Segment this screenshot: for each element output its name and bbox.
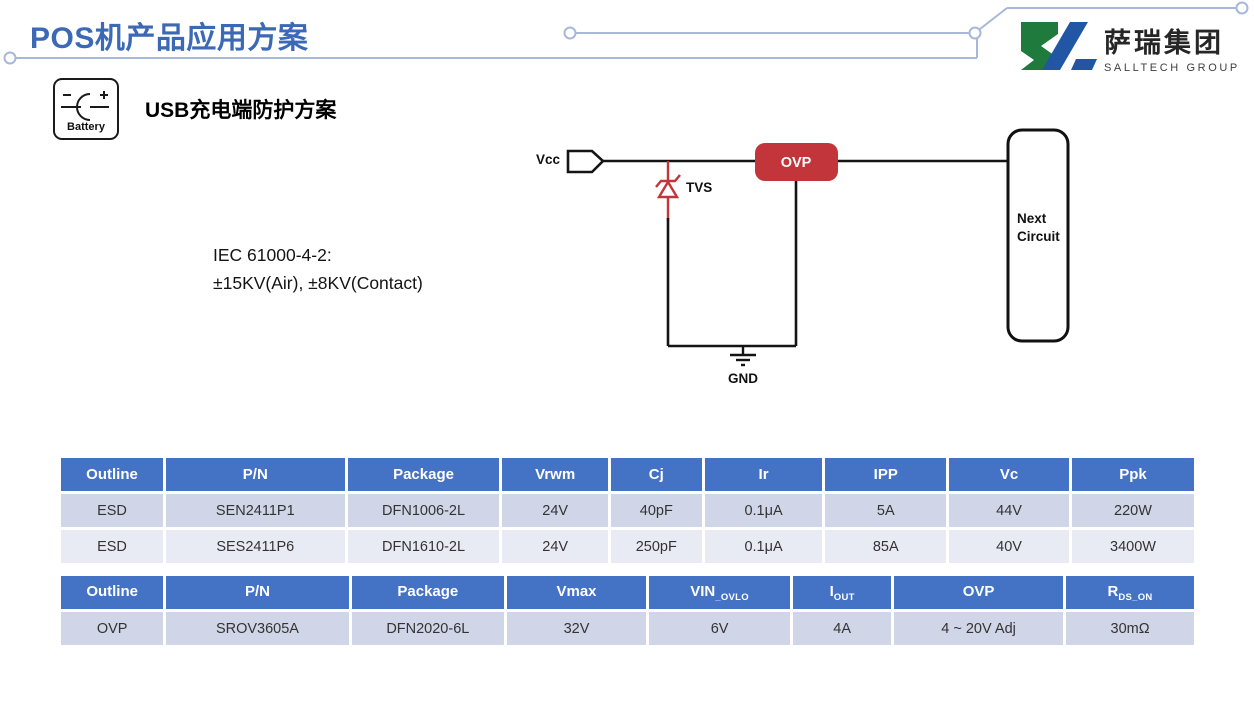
col-header: Vmax xyxy=(507,576,646,609)
heading-prefix: USB xyxy=(145,99,190,122)
col-header: Ppk xyxy=(1071,458,1194,491)
col-header: Outline xyxy=(61,576,164,609)
cell: 4A xyxy=(793,612,892,645)
spec-tables: Outline P/N Package Vrwm Cj Ir IPP Vc Pp… xyxy=(58,455,1197,648)
ovp-block: OVP xyxy=(755,143,838,181)
table-row: ESD SEN2411P1 DFN1006-2L 24V 40pF 0.1μA … xyxy=(61,494,1194,527)
table-row: ESD SES2411P6 DFN1610-2L 24V 250pF 0.1μA… xyxy=(61,530,1194,563)
cell: 40pF xyxy=(610,494,702,527)
logo-text: 萨瑞集团 SALLTECH GROUP xyxy=(1104,21,1244,74)
cell: 0.1μA xyxy=(704,530,823,563)
col-header: IOUT xyxy=(793,576,892,609)
col-header: Cj xyxy=(610,458,702,491)
cell: SES2411P6 xyxy=(166,530,345,563)
ovp-label: OVP xyxy=(781,155,812,171)
circuit-diagram: Vcc TVS GND OVP xyxy=(536,128,1070,386)
cell: DFN1610-2L xyxy=(347,530,500,563)
cell: 44V xyxy=(949,494,1069,527)
col-header: P/N xyxy=(166,576,349,609)
logo-name-cn: 萨瑞集团 xyxy=(1104,28,1224,58)
next-circuit-line1: Next xyxy=(1017,211,1047,226)
esd-header-row: Outline P/N Package Vrwm Cj Ir IPP Vc Pp… xyxy=(61,458,1194,491)
vcc-connector-icon xyxy=(566,149,605,174)
page-title: POS机产品应用方案 xyxy=(30,22,309,55)
logo-name-en: SALLTECH GROUP xyxy=(1104,62,1240,74)
cell: 24V xyxy=(502,530,608,563)
col-header: IPP xyxy=(825,458,947,491)
col-header: VIN_OVLO xyxy=(649,576,791,609)
iec-line2: ±15KV(Air), ±8KV(Contact) xyxy=(213,273,423,293)
col-header: Ir xyxy=(704,458,823,491)
col-header: RDS_ON xyxy=(1066,576,1194,609)
ovp-spec-table: Outline P/N Package Vmax VIN_OVLO IOUT O… xyxy=(58,573,1197,648)
ovp-header-row: Outline P/N Package Vmax VIN_OVLO IOUT O… xyxy=(61,576,1194,609)
section-heading: USB充电端防护方案 xyxy=(145,94,336,124)
cell: DFN1006-2L xyxy=(347,494,500,527)
heading-rest: 充电端防护方案 xyxy=(189,97,337,122)
iec-standard-text: IEC 61000-4-2: ±15KV(Air), ±8KV(Contact) xyxy=(213,241,423,297)
col-header: Outline xyxy=(61,458,164,491)
ground-symbol-icon xyxy=(730,346,756,367)
col-header: OVP xyxy=(894,576,1064,609)
col-header: Package xyxy=(351,576,504,609)
cell: 85A xyxy=(825,530,947,563)
cell: 6V xyxy=(649,612,791,645)
salltech-logo-icon xyxy=(1021,22,1097,70)
cell: 5A xyxy=(825,494,947,527)
cell: 4 ~ 20V Adj xyxy=(894,612,1064,645)
battery-cell-symbol-icon xyxy=(61,91,109,121)
cell: OVP xyxy=(61,612,164,645)
cell: 250pF xyxy=(610,530,702,563)
next-circuit-line2: Circuit xyxy=(1017,229,1060,244)
cell: 24V xyxy=(502,494,608,527)
tvs-label: TVS xyxy=(686,180,712,195)
col-header: Package xyxy=(347,458,500,491)
cell: 3400W xyxy=(1071,530,1194,563)
esd-spec-table: Outline P/N Package Vrwm Cj Ir IPP Vc Pp… xyxy=(58,455,1197,566)
cell: 0.1μA xyxy=(704,494,823,527)
col-header: Vrwm xyxy=(502,458,608,491)
cell: 30mΩ xyxy=(1066,612,1194,645)
next-circuit-block: Next Circuit xyxy=(1006,128,1070,343)
cell: 32V xyxy=(507,612,646,645)
cell: DFN2020-6L xyxy=(351,612,504,645)
iec-line1: IEC 61000-4-2: xyxy=(213,245,332,265)
cell: 220W xyxy=(1071,494,1194,527)
cell: ESD xyxy=(61,494,164,527)
cell: ESD xyxy=(61,530,164,563)
decorative-trace-lines xyxy=(3,1,1249,65)
gnd-label: GND xyxy=(728,371,758,386)
cell: 40V xyxy=(949,530,1069,563)
battery-label: Battery xyxy=(67,121,105,133)
cell: SEN2411P1 xyxy=(166,494,345,527)
table-row: OVP SROV3605A DFN2020-6L 32V 6V 4A 4 ~ 2… xyxy=(61,612,1194,645)
tvs-diode-icon xyxy=(655,161,681,220)
battery-icon: Battery xyxy=(53,78,119,140)
col-header: Vc xyxy=(949,458,1069,491)
vcc-label: Vcc xyxy=(536,152,561,167)
col-header: P/N xyxy=(166,458,345,491)
cell: SROV3605A xyxy=(166,612,349,645)
